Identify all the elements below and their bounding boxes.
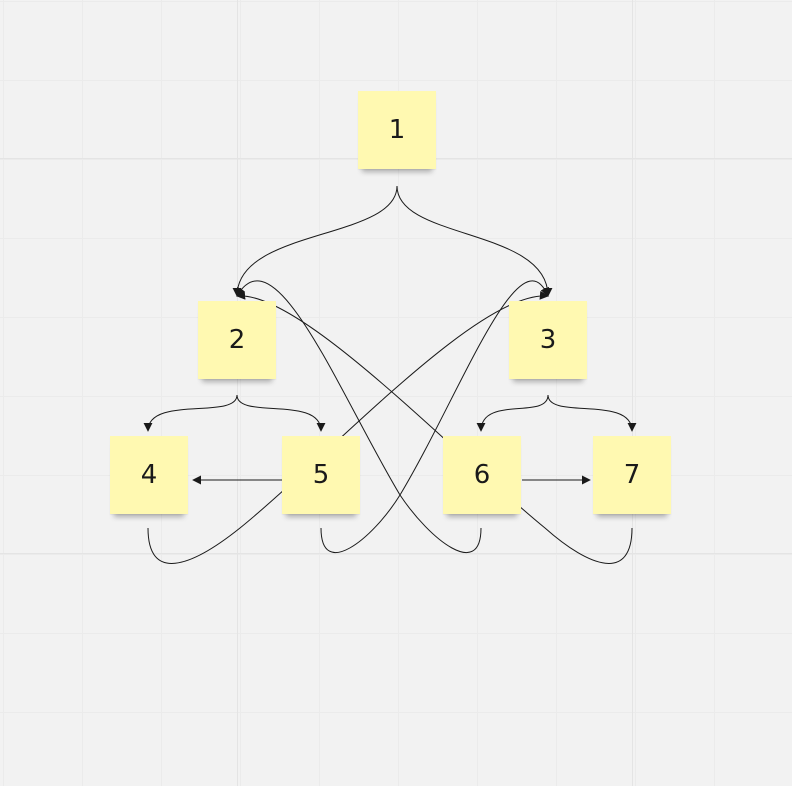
connector-2-to-4[interactable]	[143, 394, 238, 432]
connector-1-to-2[interactable]	[232, 185, 398, 297]
sticky-note-label: 7	[623, 460, 641, 490]
connector-2-to-5[interactable]	[236, 394, 326, 432]
sticky-note-label: 2	[228, 325, 246, 355]
sticky-note-label: 1	[388, 115, 406, 145]
sticky-note-label: 3	[539, 325, 557, 355]
connector-3-to-6[interactable]	[476, 394, 549, 432]
sticky-note-4[interactable]: 4	[110, 436, 188, 514]
sticky-note-7[interactable]: 7	[593, 436, 671, 514]
sticky-note-1[interactable]: 1	[358, 91, 436, 169]
sticky-note-5[interactable]: 5	[282, 436, 360, 514]
sticky-note-label: 4	[140, 460, 158, 490]
sticky-note-6[interactable]: 6	[443, 436, 521, 514]
sticky-note-3[interactable]: 3	[509, 301, 587, 379]
connector-3-to-7[interactable]	[547, 394, 637, 432]
sticky-note-2[interactable]: 2	[198, 301, 276, 379]
sticky-note-label: 6	[473, 460, 491, 490]
sticky-note-label: 5	[312, 460, 330, 490]
connector-1-to-3[interactable]	[396, 185, 553, 297]
